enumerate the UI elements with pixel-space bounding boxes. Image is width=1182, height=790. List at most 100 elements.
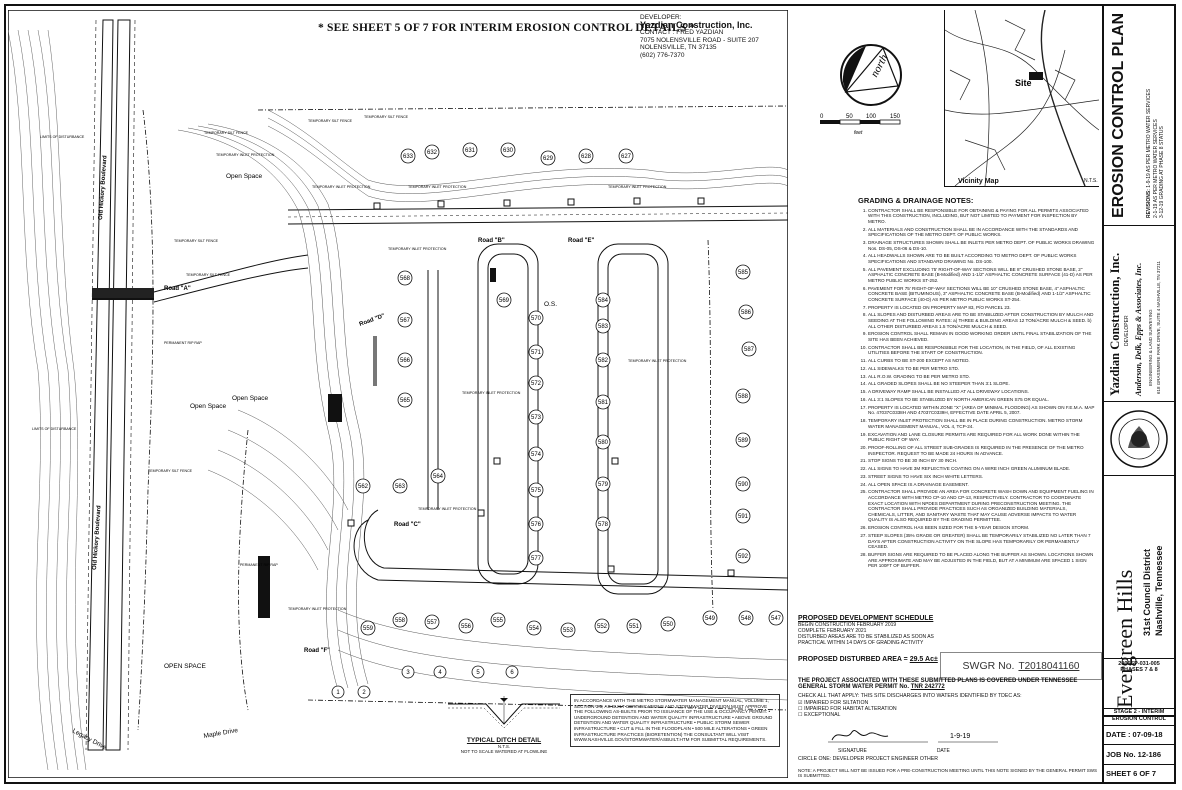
vicinity-map: Site	[944, 10, 1099, 187]
svg-text:590: 590	[738, 482, 749, 488]
svg-text:TEMPORARY INLET PROTECTION: TEMPORARY INLET PROTECTION	[216, 153, 275, 157]
svg-text:547: 547	[771, 616, 782, 622]
grading-note-item: ALL CURBS TO BE ST-200 EXCEPT AS NOTED.	[868, 358, 1096, 364]
svg-text:568: 568	[400, 276, 411, 282]
svg-text:585: 585	[738, 270, 749, 276]
grading-note-item: DRAINAGE STRUCTURES SHOWN SHALL BE INLET…	[868, 240, 1096, 251]
vicinity-nts: N.T.S.	[1084, 178, 1098, 184]
svg-text:631: 631	[465, 148, 476, 154]
grading-note-item: PROOF-ROLLING OF ALL STREET SUB-GRADES I…	[868, 445, 1096, 456]
svg-text:557: 557	[427, 620, 438, 626]
svg-text:565: 565	[400, 398, 411, 404]
svg-text:559: 559	[363, 626, 374, 632]
grading-note-item: ALL SIDEWALKS TO BE PER METRO STD.	[868, 366, 1096, 372]
svg-text:581: 581	[598, 400, 609, 406]
svg-text:566: 566	[400, 358, 411, 364]
svg-text:feet: feet	[854, 130, 863, 136]
tb-sheet: SHEET 6 OF 7	[1106, 769, 1157, 778]
svg-text:554: 554	[529, 626, 540, 632]
road-e-label: Road "E"	[568, 238, 595, 244]
scale-bar: 0 50 100 150 feet	[820, 114, 901, 136]
rip-rap-3	[92, 288, 154, 298]
tb-date: DATE : 07-09-18	[1106, 730, 1163, 739]
svg-text:570: 570	[531, 316, 542, 322]
svg-text:573: 573	[531, 415, 542, 421]
ditch-sub2: NOT TO SCALE WATERED AT FLOWLINE	[460, 749, 548, 754]
vicinity-map-label: Vicinity Map	[958, 178, 999, 185]
developer-city: NOLENSVILLE, TN 37135	[640, 44, 717, 51]
grading-note-item: EROSION CONTROL SHALL REMAIN IN GOOD WOR…	[868, 331, 1096, 342]
as-built-note: IN ACCORDANCE WITH THE METRO STORMWATER …	[570, 694, 780, 747]
lots-col-b: 569 570 571 572 573 574 575 576 577	[496, 292, 544, 566]
plan-title: EROSION CONTROL PLAN	[1110, 12, 1127, 218]
developer-phone: (602) 776-7370	[640, 51, 685, 59]
lots-col-c: 584 583 582 581 580 579 578	[595, 292, 611, 532]
svg-text:630: 630	[503, 148, 514, 154]
silt-fence-lines	[137, 105, 788, 731]
svg-text:TEMPORARY INLET PROTECTION: TEMPORARY INLET PROTECTION	[462, 391, 521, 395]
grading-note-item: A DRIVEWAY RAMP SHALL BE INSTALLED AT AL…	[868, 389, 1096, 395]
svg-text:556: 556	[461, 624, 472, 630]
tb-company: Yazdian Construction, Inc.	[1108, 252, 1122, 396]
tb-project-section: Evergreen Hills 31st Council District Na…	[1102, 476, 1176, 716]
tb-divider-1	[1102, 744, 1176, 745]
road-d-label: Road "D"	[359, 313, 386, 328]
svg-text:582: 582	[598, 358, 609, 364]
tb-role: DEVELOPER	[1124, 315, 1130, 346]
svg-text:0: 0	[820, 114, 824, 120]
rip-rap-2	[258, 556, 270, 618]
svg-text:TEMPORARY INLET PROTECTION: TEMPORARY INLET PROTECTION	[312, 185, 371, 189]
svg-text:574: 574	[531, 452, 542, 458]
svg-text:548: 548	[741, 616, 752, 622]
developer-name: Yazdian Construction, Inc.	[640, 19, 753, 30]
svg-text:549: 549	[705, 616, 716, 622]
loop-roads	[353, 243, 788, 595]
svg-text:1: 1	[336, 690, 340, 696]
old-hickory-label-1: Old Hickory Boulevard	[98, 155, 109, 220]
svg-text:LIMITS OF DISTURBANCE: LIMITS OF DISTURBANCE	[40, 135, 85, 139]
lots-small: 1 2 3 4 5 6	[331, 665, 519, 699]
svg-text:628: 628	[581, 154, 592, 160]
svg-text:564: 564	[433, 474, 444, 480]
swgr-box: SWGR No. T2018041160	[940, 652, 1102, 680]
tb-case-no: 2005SP-031-005	[1118, 661, 1160, 667]
circle-one: CIRCLE ONE: DEVELOPER PROJECT ENGINEER O…	[798, 756, 938, 762]
grading-note-item: PROPERTY IS LOCATED ON PROPERTY MAP 83, …	[868, 305, 1096, 311]
svg-text:571: 571	[531, 350, 542, 356]
svg-text:TEMPORARY SILT FENCE: TEMPORARY SILT FENCE	[204, 131, 249, 135]
disturbed-area: PROPOSED DISTURBED AREA = 29.5 Ac±	[798, 656, 938, 663]
date-label: DATE	[936, 748, 950, 754]
lots-col-a: 568 567 566 565	[397, 270, 413, 408]
svg-text:552: 552	[597, 624, 608, 630]
contours-west	[8, 29, 87, 771]
svg-text:588: 588	[738, 394, 749, 400]
svg-text:587: 587	[744, 347, 755, 353]
svg-text:4: 4	[438, 670, 442, 676]
svg-text:TEMPORARY SILT FENCE: TEMPORARY SILT FENCE	[174, 239, 219, 243]
svg-text:567: 567	[400, 318, 411, 324]
grading-note-item: ALL HEADWALLS SHOWN ARE TO BE BUILT ACCO…	[868, 253, 1096, 264]
svg-text:589: 589	[738, 438, 749, 444]
grading-note-item: ALL 3:1 SLOPES TO BE STABILIZED BY NORTH…	[868, 397, 1096, 403]
svg-text:3: 3	[406, 670, 410, 676]
disturbed-label: PROPOSED DISTURBED AREA =	[798, 656, 908, 663]
title-block: EROSION CONTROL PLAN REVISIONS: 1-9-19 A…	[1102, 4, 1176, 784]
os-label: O.S.	[544, 301, 557, 308]
svg-text:563: 563	[395, 484, 406, 490]
revisions: REVISIONS: 1-9-19 AS PER METRO WATER SER…	[1146, 89, 1166, 218]
grading-note-item: ALL OPEN SPACE IS A DRAINAGE EASEMENT.	[868, 482, 1096, 488]
svg-text:586: 586	[741, 310, 752, 316]
tb-stage: STAGE 2 - INTERIM EROSION CONTROL	[1102, 708, 1176, 726]
tb-seal-section	[1102, 402, 1176, 476]
old-hickory-road	[85, 19, 136, 751]
vicinity-site-label: Site	[1015, 78, 1032, 88]
tb-title-section: EROSION CONTROL PLAN REVISIONS: 1-9-19 A…	[1102, 4, 1176, 226]
tb-city: Nashville, Tennessee	[1154, 545, 1164, 636]
grading-notes-heading: GRADING & DRAINAGE NOTES:	[858, 196, 974, 205]
svg-text:583: 583	[598, 324, 609, 330]
schedule-line1: BEGIN CONSTRUCTION FEBRUARY 2019	[798, 622, 897, 628]
svg-text:6: 6	[510, 670, 514, 676]
svg-text:633: 633	[403, 154, 414, 160]
tb-divider-2	[1102, 764, 1176, 765]
grading-notes-list: CONTRACTOR SHALL BE RESPONSIBLE FOR OBTA…	[858, 208, 1096, 569]
